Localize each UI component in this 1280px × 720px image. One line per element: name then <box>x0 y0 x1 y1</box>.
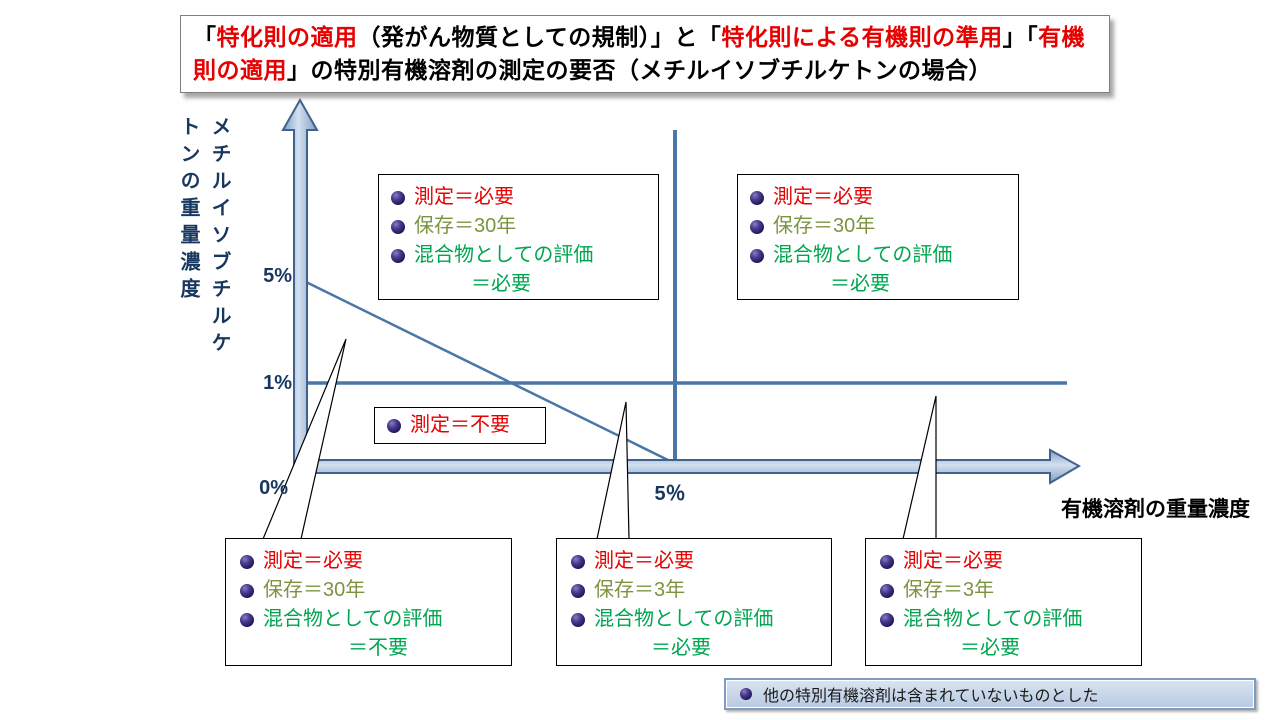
mixture-text: 混合物としての評価 <box>594 608 774 630</box>
title-segment: （発がん物質としての規制）」と「 <box>357 24 722 50</box>
slide-title: 「特化則の適用（発がん物質としての規制）」と「特化則による有機則の準用」「有機則… <box>180 15 1110 93</box>
bullet-icon <box>880 554 894 569</box>
mixture-line-continuation: ＝不要 <box>240 634 507 663</box>
mixture-line-continuation: ＝必要 <box>750 270 1014 299</box>
mixture-text: 混合物としての評価 <box>903 608 1083 630</box>
bullet-icon <box>391 219 405 234</box>
title-segment-highlight: 有機則の適用 <box>193 24 1086 83</box>
y-tick-0pct: 0% <box>259 477 288 499</box>
mixture-line-continuation: ＝必要 <box>391 270 654 299</box>
bullet-icon <box>880 583 894 598</box>
bullet-icon <box>740 688 752 700</box>
title-segment: 「 <box>193 24 217 50</box>
measurement-line: 測定＝必要 <box>571 547 827 576</box>
mixture-cont-text: ＝必要 <box>471 273 531 295</box>
footnote-text: 他の特別有機溶剤は含まれていないものとした <box>763 688 1099 705</box>
mixture-line: 混合物としての評価 <box>240 605 507 634</box>
measurement-line: 測定＝必要 <box>391 183 654 212</box>
bullet-icon <box>571 583 585 598</box>
measurement-text: 測定＝必要 <box>414 186 514 208</box>
bullet-icon <box>750 219 764 234</box>
measurement-line: 測定＝必要 <box>240 547 507 576</box>
bullet-icon <box>750 248 764 263</box>
title-segment-highlight: 特化則による有機則の準用 <box>721 24 1003 50</box>
mixture-cont-text: ＝必要 <box>651 637 711 659</box>
y-tick-1pct: 1% <box>263 372 292 394</box>
footnote-bar: 他の特別有機溶剤は含まれていないものとした <box>724 678 1256 710</box>
mixture-line: 混合物としての評価 <box>391 241 654 270</box>
x-tick-5pct: 5％ <box>654 483 686 505</box>
bullet-icon <box>750 190 764 205</box>
x-axis-arrow <box>297 448 1082 485</box>
info-box-no-measurement: 測定＝不要 <box>374 407 546 444</box>
bullet-icon <box>240 612 254 627</box>
mixture-cont-text: ＝必要 <box>830 273 890 295</box>
mixture-line-continuation: ＝必要 <box>880 634 1137 663</box>
x-axis-title: 有機溶剤の重量濃度 <box>1061 498 1250 521</box>
bullet-icon <box>880 612 894 627</box>
retention-text: 保存＝30年 <box>414 215 517 237</box>
bullet-icon <box>240 583 254 598</box>
bullet-icon <box>391 248 405 263</box>
mixture-cont-text: ＝必要 <box>960 637 1020 659</box>
bullet-icon <box>571 612 585 627</box>
callout-box-bottom-left: 測定＝必要 保存＝30年 混合物としての評価 ＝不要 <box>225 538 512 666</box>
retention-line: 保存＝30年 <box>240 576 507 605</box>
retention-line: 保存＝3年 <box>880 576 1137 605</box>
mixture-text: 混合物としての評価 <box>414 244 594 266</box>
retention-line: 保存＝3年 <box>571 576 827 605</box>
retention-text: 保存＝30年 <box>263 579 366 601</box>
mixture-line-continuation: ＝必要 <box>571 634 827 663</box>
measurement-text: 測定＝必要 <box>594 550 694 572</box>
retention-line: 保存＝30年 <box>750 212 1014 241</box>
bullet-icon <box>240 554 254 569</box>
mixture-line: 混合物としての評価 <box>750 241 1014 270</box>
retention-line: 保存＝30年 <box>391 212 654 241</box>
bullet-icon <box>387 418 401 433</box>
diagonal-boundary-line <box>303 279 673 464</box>
callout-box-bottom-right: 測定＝必要 保存＝3年 混合物としての評価 ＝必要 <box>865 538 1142 666</box>
mixture-text: 混合物としての評価 <box>263 608 443 630</box>
callout-box-bottom-middle: 測定＝必要 保存＝3年 混合物としての評価 ＝必要 <box>556 538 832 666</box>
bullet-icon <box>391 190 405 205</box>
measurement-line: 測定＝必要 <box>880 547 1137 576</box>
title-segment-highlight: 特化則の適用 <box>216 24 358 50</box>
retention-text: 保存＝3年 <box>594 579 686 601</box>
retention-text: 保存＝3年 <box>903 579 995 601</box>
mixture-cont-text: ＝不要 <box>348 637 408 659</box>
info-box-top-middle: 測定＝必要 保存＝30年 混合物としての評価 ＝必要 <box>378 174 659 300</box>
mixture-line: 混合物としての評価 <box>880 605 1137 634</box>
measurement-text: 測定＝必要 <box>263 550 363 572</box>
y-tick-5pct: 5% <box>263 265 292 287</box>
bullet-icon <box>571 554 585 569</box>
mixture-line: 混合物としての評価 <box>571 605 827 634</box>
y-axis-title: メチルイソブチルケ トンの重量濃度 <box>177 116 230 359</box>
info-box-top-right: 測定＝必要 保存＝30年 混合物としての評価 ＝必要 <box>737 174 1019 300</box>
title-segment: 」の特別有機溶剤の測定の要否（メチルイソブチルケトンの場合） <box>287 57 992 83</box>
measurement-text: 測定＝不要 <box>410 414 510 436</box>
mixture-text: 混合物としての評価 <box>773 244 953 266</box>
retention-text: 保存＝30年 <box>773 215 876 237</box>
title-segment: 」「 <box>1002 24 1039 50</box>
measurement-text: 測定＝必要 <box>773 186 873 208</box>
measurement-text: 測定＝必要 <box>903 550 1003 572</box>
measurement-line: 測定＝必要 <box>750 183 1014 212</box>
